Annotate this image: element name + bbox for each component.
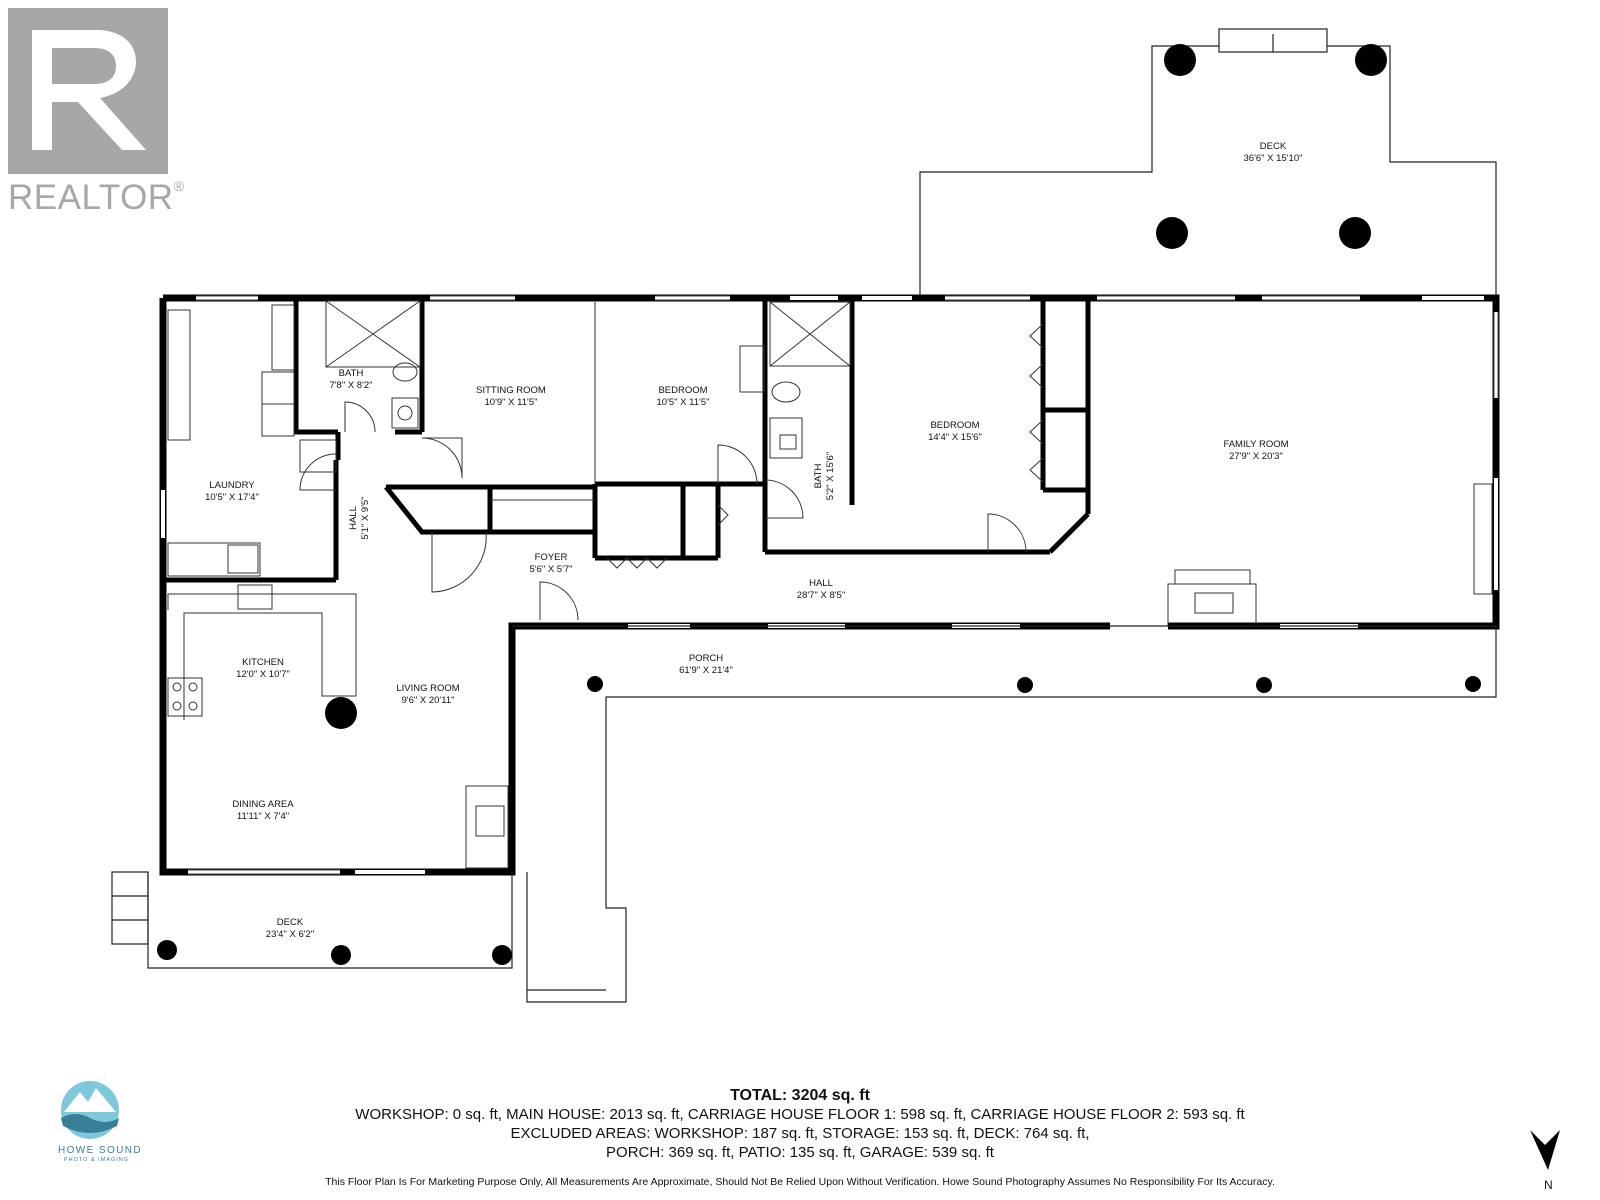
room-size: 10'5" X 17'4"	[205, 492, 259, 503]
realtor-wordmark: REALTOR®	[8, 178, 185, 217]
porch-columns	[587, 676, 1481, 693]
room-name: PORCH	[689, 653, 723, 664]
room-name: DINING AREA	[232, 799, 294, 810]
brand-subtitle: PHOTO & IMAGING	[64, 1157, 130, 1163]
room-name: LAUNDRY	[209, 480, 255, 491]
area-breakdown-line-2: EXCLUDED AREAS: WORKSHOP: 187 sq. ft, ST…	[510, 1125, 1090, 1142]
window-frames	[188, 295, 1499, 875]
porch	[512, 625, 1497, 1003]
top-deck	[919, 28, 1497, 298]
area-breakdown-line-1: WORKSHOP: 0 sq. ft, MAIN HOUSE: 2013 sq.…	[355, 1106, 1245, 1123]
bottom-deck	[111, 871, 513, 969]
room-name: KITCHEN	[242, 657, 284, 668]
room-size: 7'8" X 8'2"	[329, 380, 372, 391]
room-name: HALL	[348, 506, 359, 530]
room-size: 28'7" X 8'5"	[797, 590, 845, 601]
room-name: BATH	[339, 368, 364, 379]
column-post-icon	[1256, 677, 1272, 693]
room-name: BATH	[813, 464, 824, 489]
column-post-icon	[587, 676, 603, 692]
room-size: 5'1" X 9'5"	[360, 496, 371, 539]
column-post-icon	[1355, 44, 1387, 76]
room-name: BEDROOM	[658, 385, 707, 396]
column-post-icon	[1017, 677, 1033, 693]
column-post-icon	[492, 945, 512, 965]
room-size: 9'6" X 20'11"	[402, 695, 455, 706]
column-post-icon	[157, 940, 177, 960]
area-breakdown-line-3: PORCH: 369 sq. ft, PATIO: 135 sq. ft, GA…	[606, 1144, 994, 1161]
north-arrow-icon	[1530, 1130, 1560, 1170]
howe-sound-logo-icon	[61, 1081, 119, 1139]
room-size: 5'2" X 15'6"	[825, 452, 836, 500]
room-name: BEDROOM	[930, 420, 979, 431]
room-size: 10'5" X 11'5"	[657, 397, 710, 408]
bottom-deck-columns	[157, 940, 512, 965]
room-size: 14'4" X 15'6"	[928, 432, 982, 443]
realtor-logo-icon	[8, 8, 168, 174]
column-post-icon	[1156, 217, 1188, 249]
room-name: LIVING ROOM	[396, 683, 459, 694]
column-post-icon	[331, 945, 351, 965]
column-post-icon	[1339, 217, 1371, 249]
room-size: 27'9" X 20'3"	[1229, 451, 1283, 462]
deck-columns	[1156, 44, 1387, 249]
room-size: 61'9" X 21'4"	[679, 665, 733, 676]
total-area: TOTAL: 3204 sq. ft	[730, 1087, 870, 1104]
column-post-icon	[1164, 44, 1196, 76]
brand-name: HOWE SOUND	[58, 1145, 142, 1156]
room-labels: DECK 36'6" X 15'10" BATH 7'8" X 8'2" SIT…	[205, 141, 1302, 940]
fixtures	[167, 300, 1493, 869]
disclaimer: This Floor Plan Is For Marketing Purpose…	[325, 1176, 1275, 1188]
room-name: DECK	[277, 917, 304, 928]
room-size: 23'4" X 6'2"	[266, 929, 314, 940]
north-label: N	[1544, 1178, 1553, 1192]
room-name: DECK	[1260, 141, 1287, 152]
column-post-icon	[325, 697, 357, 729]
column-post-icon	[1465, 676, 1481, 692]
room-name: HALL	[809, 578, 833, 589]
room-name: FOYER	[535, 552, 568, 563]
doors	[299, 323, 1044, 621]
room-name: SITTING ROOM	[476, 385, 546, 396]
room-size: 36'6" X 15'10"	[1244, 153, 1303, 164]
room-size: 10'9" X 11'5"	[485, 397, 538, 408]
room-size: 11'11" X 7'4"	[237, 811, 289, 822]
interior-walls	[163, 298, 1091, 872]
room-size: 12'0" X 10'7"	[236, 669, 290, 680]
room-size: 5'6" X 5'7"	[529, 564, 572, 575]
room-name: FAMILY ROOM	[1223, 439, 1288, 450]
